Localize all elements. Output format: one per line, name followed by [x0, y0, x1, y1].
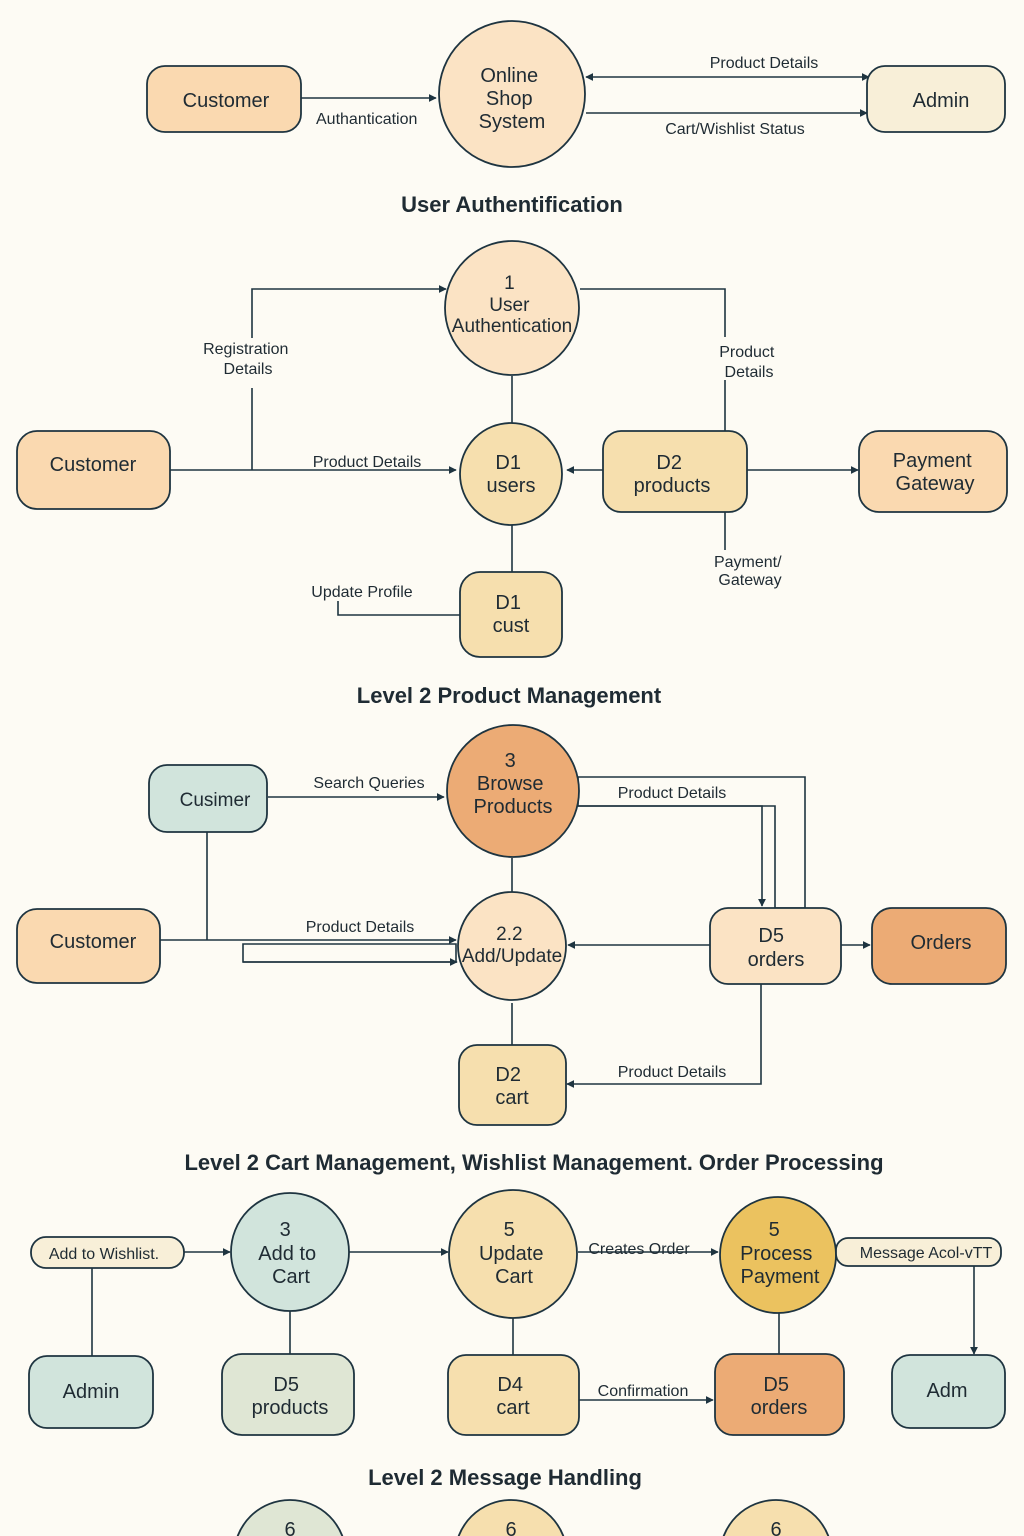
- adm-entity-label: Adm: [926, 1380, 967, 1402]
- d5-products-store: [221, 1353, 355, 1436]
- d1-cust-label: D1 cust: [493, 592, 530, 637]
- message-process-1: [236, 1499, 344, 1536]
- d1-cust-store: [459, 571, 563, 658]
- message-process-1-label: 6: [284, 1519, 295, 1536]
- flow-search-label: Search Queries: [313, 775, 424, 792]
- browse-products-process: [446, 724, 580, 858]
- customer-entity-product-label: Customer: [50, 931, 137, 953]
- d2-cart-store: [458, 1044, 567, 1126]
- d2-products-label: D2 products: [634, 452, 711, 497]
- d2-products-store: [602, 430, 748, 513]
- auth-section: 1 User Authentication Customer D1 users …: [16, 240, 1008, 658]
- flow-registration-upper: [251, 285, 447, 338]
- add-to-wishlist-entity: [30, 1236, 185, 1269]
- adm-entity: [891, 1354, 1006, 1429]
- flow-product-details-top-label: Product Details: [618, 785, 727, 802]
- flow-product-details-label: Product Details: [710, 55, 819, 72]
- section-title-message: Level 2 Message Handling: [368, 1465, 642, 1490]
- cusimer-entity-label: Cusimer: [180, 790, 251, 811]
- add-to-cart-label: 3 Add to Cart: [258, 1219, 321, 1288]
- update-cart-label: 5 Update Cart: [479, 1219, 549, 1288]
- customer-entity-auth-label: Customer: [50, 454, 137, 476]
- section-title-product: Level 2 Product Management: [357, 683, 662, 708]
- add-update-label: 2.2 Add/Update: [462, 924, 562, 967]
- flow-band-mid: [242, 943, 457, 963]
- process-payment-label: 5 Process Payment: [740, 1219, 820, 1288]
- flow-product-details-upper: [580, 288, 726, 337]
- browse-products-label: 3 Browse Products: [474, 750, 553, 818]
- payment-gateway-label: Payment Gateway: [893, 450, 978, 495]
- flow-update-profile: [337, 601, 460, 616]
- customer-entity-product: [16, 908, 161, 984]
- section-title-auth: User Authentification: [401, 192, 623, 217]
- flow-cart-status-label: Cart/Wishlist Status: [665, 121, 805, 138]
- orders-entity: [871, 907, 1007, 985]
- d5-orders-store: [709, 907, 842, 985]
- customer-entity-label: Customer: [183, 90, 270, 112]
- flow-product-details-top: [578, 805, 766, 907]
- flow-product-details-label-auth: Product Details: [313, 454, 422, 471]
- user-authentication-process: [444, 240, 580, 376]
- payment-gateway-entity: [858, 430, 1008, 513]
- flow-product-details-mid-label: Product Details: [306, 919, 415, 936]
- d1-users-store: [459, 422, 563, 526]
- d5-orders-label: D5 orders: [748, 925, 805, 971]
- flow-product-details-bottom: [566, 984, 762, 1088]
- flow-product-details-bottom-label: Product Details: [618, 1064, 727, 1081]
- admin-entity: [866, 65, 1006, 133]
- admin-entity-cart: [28, 1355, 154, 1429]
- message-process-3: [722, 1499, 830, 1536]
- flow-product-details-right-label: Product Details: [719, 344, 779, 381]
- flow-update-profile-label: Update Profile: [311, 584, 412, 601]
- admin-entity-label: Admin: [913, 90, 970, 112]
- admin-entity-cart-label: Admin: [63, 1381, 120, 1403]
- d2-cart-label: D2 cart: [495, 1064, 529, 1109]
- d5-orders-store-cart: [714, 1353, 845, 1436]
- message-process-3-label: 6: [770, 1519, 781, 1536]
- message-pill: [835, 1237, 1002, 1267]
- customer-entity-auth: [16, 430, 171, 510]
- message-process-2-label: 6: [505, 1519, 516, 1536]
- orders-entity-label: Orders: [910, 932, 971, 954]
- message-pill-label: Message Acol-vTT: [860, 1245, 993, 1262]
- flow-creates-order-label: Creates Order: [588, 1241, 690, 1258]
- add-update-process: [457, 891, 567, 1001]
- message-process-2: [457, 1499, 565, 1536]
- cusimer-entity: [148, 764, 268, 833]
- customer-entity: [146, 65, 302, 133]
- product-section: Cusimer 3 Browse Products Customer 2.2 A…: [16, 724, 1007, 1126]
- online-shop-system-process: [438, 20, 586, 168]
- context-section: Customer Online Shop System Admin Authan…: [146, 20, 1006, 168]
- online-shop-system-label: Online Shop System: [479, 65, 546, 133]
- add-to-wishlist-label: Add to Wishlist.: [49, 1246, 159, 1263]
- flow-authentication-label: Authantication: [316, 111, 417, 128]
- d5-orders-cart-label: D5 orders: [751, 1374, 808, 1419]
- d4-cart-store: [447, 1354, 580, 1436]
- d5-products-label: D5 products: [252, 1374, 329, 1419]
- user-authentication-label: 1 User Authentication: [452, 273, 572, 337]
- message-section: 6 6 6: [236, 1499, 830, 1536]
- section-title-cart: Level 2 Cart Management, Wishlist Manage…: [184, 1150, 883, 1175]
- flow-payment-label: Payment/ Gateway: [714, 554, 786, 589]
- d1-users-label: D1 users: [487, 452, 536, 497]
- cart-section: Add to Wishlist. 3 Add to Cart 5 Update …: [28, 1189, 1006, 1436]
- add-to-cart-process: [230, 1192, 350, 1312]
- flow-confirmation-label: Confirmation: [598, 1383, 689, 1400]
- update-cart-process: [448, 1189, 578, 1319]
- flow-registration-label: Registration Details: [203, 341, 293, 378]
- d4-cart-label: D4 cart: [496, 1374, 530, 1419]
